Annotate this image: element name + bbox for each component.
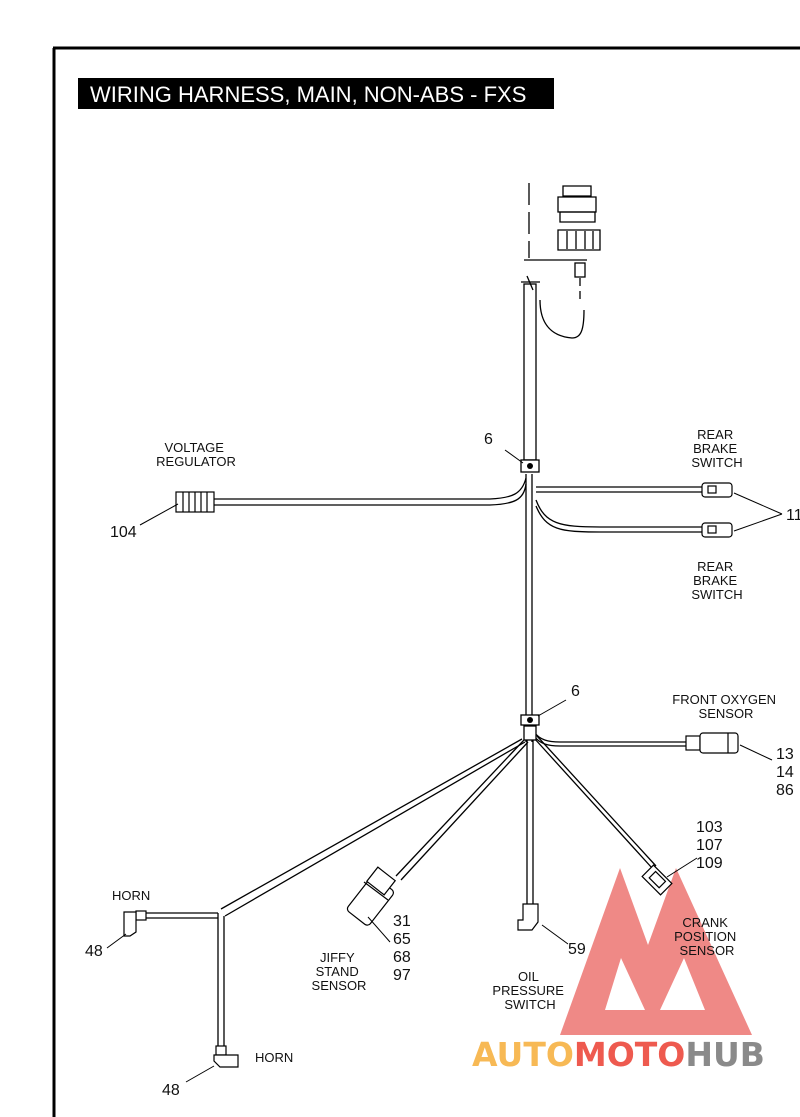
front-oxygen-sensor-label: FRONT OXYGEN SENSOR [672,692,779,721]
horn-bottom-number: 48 [162,1082,180,1099]
diagram-title: WIRING HARNESS, MAIN, NON-ABS - FXS [90,82,526,107]
rear-brake-switch-branch [535,486,702,533]
voltage-regulator-number: 104 [110,524,137,541]
rear-brake-switch-label-top: REAR BRAKE SWITCH [691,427,742,470]
leader-oxygen [739,744,773,761]
crank-position-sensor-numbers: 103 107 109 [696,819,727,872]
oil-pressure-switch-connector [517,903,539,931]
jiffy-stand-sensor-connector [346,866,397,926]
voltage-regulator-label: VOLTAGE REGULATOR [156,440,236,469]
leader-59 [541,924,569,945]
rear-brake-switch-label-bottom: REAR BRAKE SWITCH [691,559,742,602]
voltage-regulator-branch [214,477,527,506]
leader-jiffy [367,916,391,943]
crank-position-sensor-connector [641,864,673,896]
watermark-hub: HUB [685,1035,765,1074]
junction [523,725,537,741]
clip-upper: 6 [484,431,540,473]
watermark-logo [560,868,752,1035]
front-oxygen-sensor-branch [533,731,686,747]
oil-pressure-switch-branch [526,740,534,904]
crank-position-sensor-branch [533,735,657,869]
horn-left-label: HORN [112,888,150,903]
oil-pressure-switch-label: OIL PRESSURE SWITCH [492,969,567,1012]
rear-brake-switch-number: 11 [786,507,800,524]
voltage-regulator-connector [175,491,215,513]
title-banner: WIRING HARNESS, MAIN, NON-ABS - FXS [78,78,554,109]
leader-104 [139,503,179,526]
front-oxygen-sensor-connector [685,732,739,754]
horn-left-connector [123,910,147,937]
clip-lower-number: 6 [571,683,580,700]
horn-bottom-connector [213,1045,239,1068]
watermark-text: AUTOMOTOHUB [472,1035,765,1074]
rear-brake-switch-connector-top [701,482,733,498]
rear-brake-switch-connector-bottom [701,522,733,538]
clip-upper-number: 6 [484,431,493,448]
front-oxygen-sensor-numbers: 13 14 86 [776,746,798,799]
leader-11 [733,492,783,532]
horn-left-number: 48 [85,943,103,960]
leader-horn-bottom [185,1065,215,1083]
oil-pressure-switch-number: 59 [568,941,586,958]
watermark-auto: AUTO [472,1035,574,1074]
jiffy-stand-sensor-branch [395,739,529,881]
page-frame [52,46,800,1117]
leader-crank [666,857,698,878]
horn-branch [146,738,526,1046]
crank-position-sensor-label: CRANK POSITION SENSOR [674,915,740,958]
horn-bottom-label: HORN [255,1050,293,1065]
jiffy-stand-sensor-numbers: 31 65 68 97 [393,913,415,984]
watermark-moto: MOTO [574,1035,685,1074]
jiffy-stand-sensor-label: JIFFY STAND SENSOR [312,950,367,993]
clip-lower: 6 [520,683,580,726]
logo-triangle-icon [560,868,752,1035]
main-connector [524,183,601,339]
leader-horn-left [106,933,127,949]
